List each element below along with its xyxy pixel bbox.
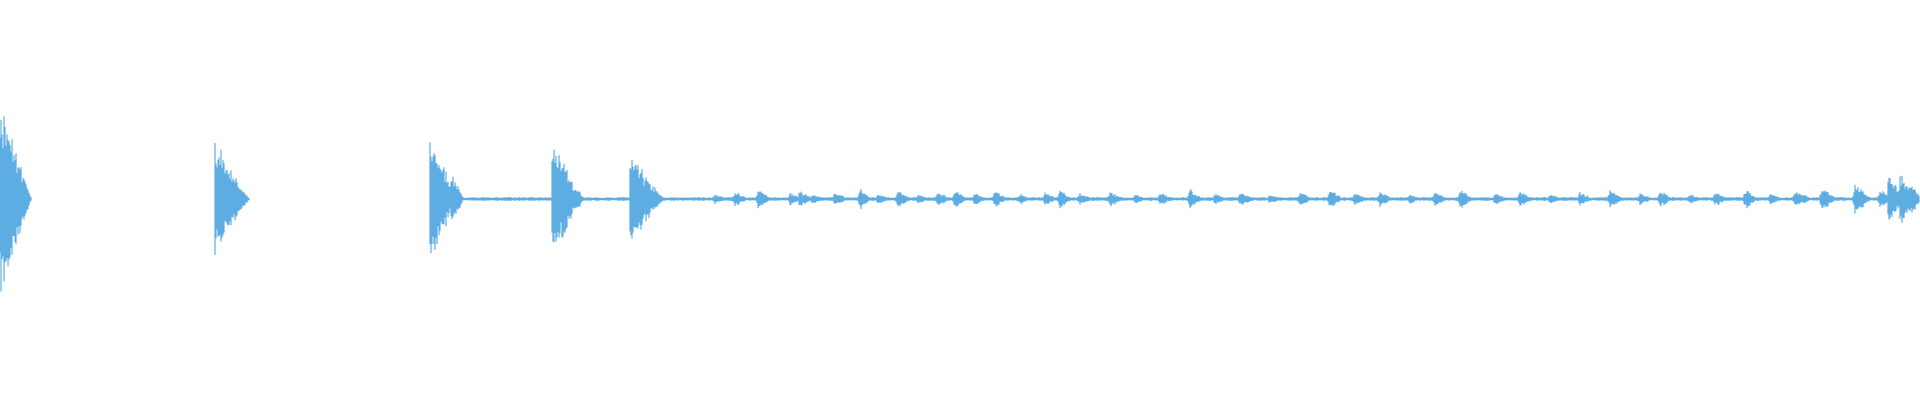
waveform-path <box>0 116 1920 292</box>
